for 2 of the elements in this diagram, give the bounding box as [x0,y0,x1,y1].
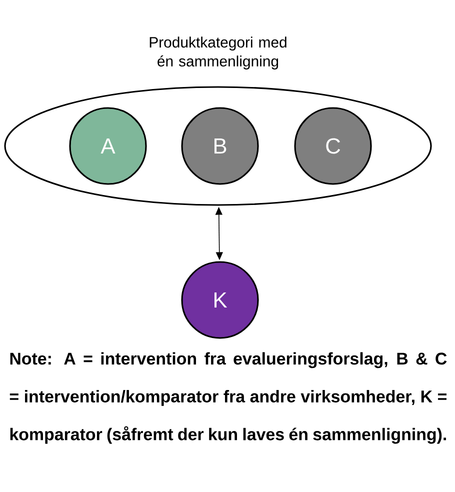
note-text: Note: A = intervention fra evalueringsforslag, B & C = intervention/komparator fra andre virksomheder, K = komparator (såfremt der kun laves én sammenligning). [10,352,447,444]
node-label: Produktkategori med én sammenligning [150,36,286,70]
